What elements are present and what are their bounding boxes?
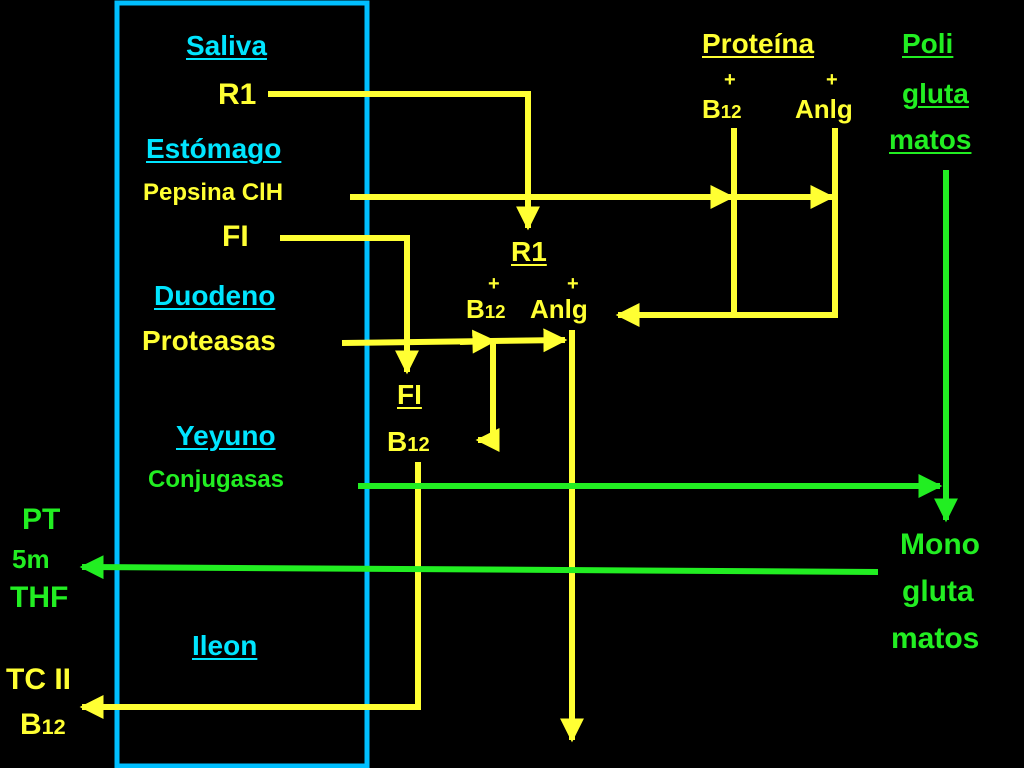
organ-box (114, 0, 370, 768)
label-tc-ii: TC II (6, 663, 71, 696)
label-r1-complex: R1 (511, 236, 547, 267)
label-r1-saliva: R1 (218, 78, 257, 111)
arrow-r1-to-r1-complex (268, 91, 540, 231)
label-yeyuno: Yeyuno (176, 420, 276, 451)
plus-proteina-b12: + (724, 69, 736, 91)
label-proteina-anlg: Anlg (795, 94, 853, 124)
arrow-proteasas-to-r1-complex (341, 328, 568, 353)
label-estomago: Estómago (146, 133, 282, 164)
label-duodeno: Duodeno (154, 280, 276, 311)
label-poli-gluta: gluta (902, 78, 969, 109)
label-mono: Mono (900, 528, 980, 561)
label-mono-matos: matos (891, 622, 980, 655)
plus-r1-b12: + (488, 273, 500, 295)
arrow-fi-to-fi-complex (280, 235, 419, 375)
label-b12-output: B12 (20, 708, 66, 741)
label-pt: PT (22, 503, 61, 536)
label-r1-anlg: Anlg (530, 294, 588, 324)
label-fi-b12: B12 (387, 426, 430, 457)
label-proteina: Proteína (702, 28, 815, 59)
label-pepsina-clh: Pepsina ClH (143, 179, 284, 206)
label-5m: 5m (12, 544, 50, 574)
label-poli-matos: matos (889, 124, 972, 155)
arrow-r1-complex-to-fi-complex (475, 341, 500, 452)
label-saliva: Saliva (186, 30, 267, 61)
arrow-fi-complex-to-ileon (79, 462, 421, 719)
label-proteasas: Proteasas (142, 325, 276, 356)
label-fi-estomago: FI (222, 220, 249, 253)
label-mono-gluta: gluta (902, 575, 974, 608)
plus-r1-anlg: + (567, 273, 579, 295)
label-thf: THF (10, 581, 69, 614)
arrow-proteina-to-r1-complex (731, 128, 838, 318)
label-conjugasas: Conjugasas (148, 466, 285, 493)
label-ileon: Ileon (192, 630, 258, 661)
label-r1-b12: B12 (466, 294, 506, 324)
arrow-mono-to-thf (79, 555, 879, 580)
arrowhead-proteasas-mid (459, 329, 497, 354)
label-poli: Poli (902, 28, 954, 59)
label-fi-complex: FI (397, 379, 422, 410)
label-proteina-b12: B12 (702, 94, 742, 124)
plus-proteina-anlg: + (826, 69, 838, 91)
